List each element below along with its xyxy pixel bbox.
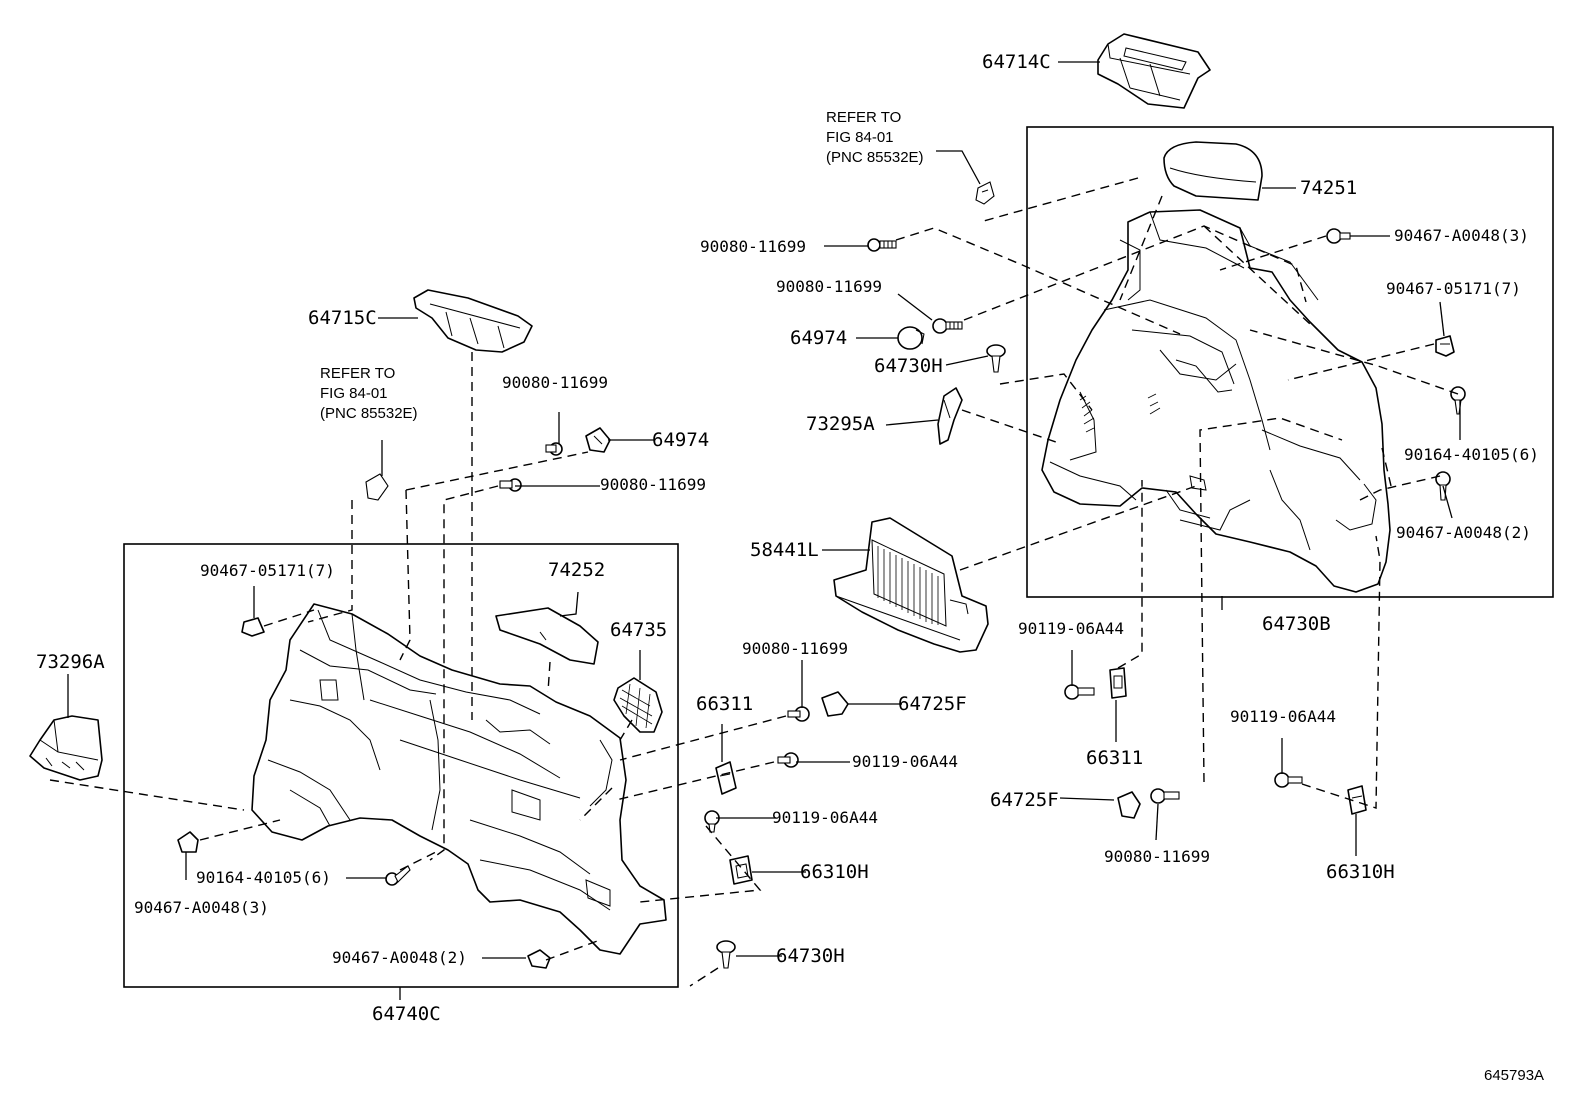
label-66311-left: 66311 bbox=[696, 693, 753, 715]
label-73296A: 73296A bbox=[36, 651, 105, 673]
refer-left-line2: FIG 84-01 bbox=[320, 385, 388, 402]
label-64725F-left: 64725F bbox=[898, 693, 967, 715]
refer-right-line1: REFER TO bbox=[826, 109, 901, 126]
bolt-90080-11699-a[interactable] bbox=[867, 238, 897, 252]
refer-note-left: REFER TO FIG 84-01 (PNC 85532E) bbox=[320, 365, 418, 422]
label-64974-left: 64974 bbox=[652, 429, 709, 451]
screw-90164-40105-6-right[interactable] bbox=[1450, 386, 1466, 415]
refer-right-line3: (PNC 85532E) bbox=[826, 149, 924, 166]
clip-64725F-right[interactable] bbox=[1117, 791, 1141, 819]
label-90080-11699-b: 90080-11699 bbox=[776, 277, 882, 296]
part-58441L-grille-cover[interactable] bbox=[833, 517, 989, 653]
clip-90467-A0048-3-left[interactable] bbox=[177, 831, 199, 853]
assembly-lines bbox=[49, 177, 1459, 987]
clip-90467-05171-7-left[interactable] bbox=[241, 617, 265, 637]
label-64714C: 64714C bbox=[982, 51, 1051, 73]
label-90467-05171-7-left: 90467-05171(7) bbox=[200, 561, 335, 580]
cap-64974-left[interactable] bbox=[585, 427, 611, 453]
label-90119-06A44-b: 90119-06A44 bbox=[772, 808, 878, 827]
part-64735-grille[interactable] bbox=[613, 677, 663, 733]
label-90164-40105-6-right: 90164-40105(6) bbox=[1404, 445, 1539, 464]
label-90119-06A44-d: 90119-06A44 bbox=[1230, 707, 1336, 726]
assembly-box-64730B bbox=[1026, 126, 1554, 598]
cap-64974-right[interactable] bbox=[897, 326, 925, 350]
hook-66310H-right[interactable] bbox=[1347, 785, 1367, 815]
bolt-90119-06A44-c[interactable] bbox=[1064, 684, 1095, 700]
label-64715C: 64715C bbox=[308, 307, 377, 329]
label-90467-A0048-3-left: 90467-A0048(3) bbox=[134, 898, 269, 917]
part-64730B-deck-side-trim[interactable] bbox=[1041, 209, 1391, 593]
refer-left-line3: (PNC 85532E) bbox=[320, 405, 418, 422]
label-64974-right: 64974 bbox=[790, 327, 847, 349]
bolt-90080-11699-e[interactable] bbox=[787, 706, 810, 722]
clip-90467-A0048-2-right[interactable] bbox=[1435, 471, 1451, 501]
clip-64730H-right[interactable] bbox=[986, 344, 1006, 373]
assembly-box-64740C bbox=[123, 543, 679, 988]
label-90467-05171-7-right: 90467-05171(7) bbox=[1386, 279, 1521, 298]
bolt-90119-06A44-a[interactable] bbox=[777, 752, 799, 768]
label-73295A: 73295A bbox=[806, 413, 875, 435]
part-73296A-cover[interactable] bbox=[29, 715, 103, 781]
part-64714C-tray[interactable] bbox=[1097, 33, 1211, 109]
label-74251: 74251 bbox=[1300, 177, 1357, 199]
label-90164-40105-6-left: 90164-40105(6) bbox=[196, 868, 331, 887]
refer-clip-left bbox=[365, 473, 389, 501]
label-90467-A0048-3-right: 90467-A0048(3) bbox=[1394, 226, 1529, 245]
part-64715C-tray[interactable] bbox=[413, 289, 533, 353]
label-66310H-right: 66310H bbox=[1326, 861, 1395, 883]
refer-left-line1: REFER TO bbox=[320, 365, 395, 382]
bracket-73295A[interactable] bbox=[937, 387, 963, 445]
label-66311-right: 66311 bbox=[1086, 747, 1143, 769]
bolt-90080-11699-f[interactable] bbox=[1150, 788, 1180, 804]
label-90080-11699-f: 90080-11699 bbox=[1104, 847, 1210, 866]
clip-90467-A0048-3-right[interactable] bbox=[1326, 228, 1351, 244]
label-90080-11699-d: 90080-11699 bbox=[600, 475, 706, 494]
part-64740C-deck-side-trim[interactable] bbox=[251, 603, 667, 955]
label-90467-A0048-2-left: 90467-A0048(2) bbox=[332, 948, 467, 967]
label-64730B: 64730B bbox=[1262, 613, 1331, 635]
label-90119-06A44-c: 90119-06A44 bbox=[1018, 619, 1124, 638]
hook-66311-left[interactable] bbox=[715, 761, 737, 795]
part-74252-armrest-cover[interactable] bbox=[495, 607, 599, 665]
bolt-90119-06A44-d[interactable] bbox=[1274, 772, 1303, 788]
bolt-90080-11699-d[interactable] bbox=[499, 478, 522, 492]
label-66310H-left: 66310H bbox=[800, 861, 869, 883]
label-64735: 64735 bbox=[610, 619, 667, 641]
part-74251-armrest-pad[interactable] bbox=[1163, 141, 1263, 201]
label-64730H-right: 64730H bbox=[874, 355, 943, 377]
leader-lines bbox=[67, 61, 1461, 1000]
refer-note-right: REFER TO FIG 84-01 (PNC 85532E) bbox=[826, 109, 924, 166]
label-90080-11699-c: 90080-11699 bbox=[502, 373, 608, 392]
label-90467-A0048-2-right: 90467-A0048(2) bbox=[1396, 523, 1531, 542]
label-58441L: 58441L bbox=[750, 539, 819, 561]
label-90080-11699-a: 90080-11699 bbox=[700, 237, 806, 256]
screw-90164-40105-6-left[interactable] bbox=[385, 865, 411, 886]
label-90119-06A44-a: 90119-06A44 bbox=[852, 752, 958, 771]
label-90080-11699-e: 90080-11699 bbox=[742, 639, 848, 658]
refer-clip-right bbox=[975, 181, 995, 205]
label-64730H-left: 64730H bbox=[776, 945, 845, 967]
refer-right-line2: FIG 84-01 bbox=[826, 129, 894, 146]
hook-66311-right[interactable] bbox=[1109, 667, 1127, 699]
bolt-90119-06A44-b[interactable] bbox=[704, 810, 720, 833]
clip-64730H-left[interactable] bbox=[716, 940, 736, 969]
diagram-id: 645793A bbox=[1484, 1067, 1544, 1084]
clip-64725F-left[interactable] bbox=[821, 691, 849, 717]
label-64740C: 64740C bbox=[372, 1003, 441, 1025]
bolt-90080-11699-c[interactable] bbox=[545, 442, 563, 456]
clip-90467-05171-7-right[interactable] bbox=[1435, 335, 1455, 357]
label-74252: 74252 bbox=[548, 559, 605, 581]
hook-66310H-left[interactable] bbox=[729, 855, 753, 885]
bolt-90080-11699-b[interactable] bbox=[932, 318, 963, 334]
clip-90467-A0048-2-left[interactable] bbox=[527, 949, 551, 969]
label-64725F-right: 64725F bbox=[990, 789, 1059, 811]
